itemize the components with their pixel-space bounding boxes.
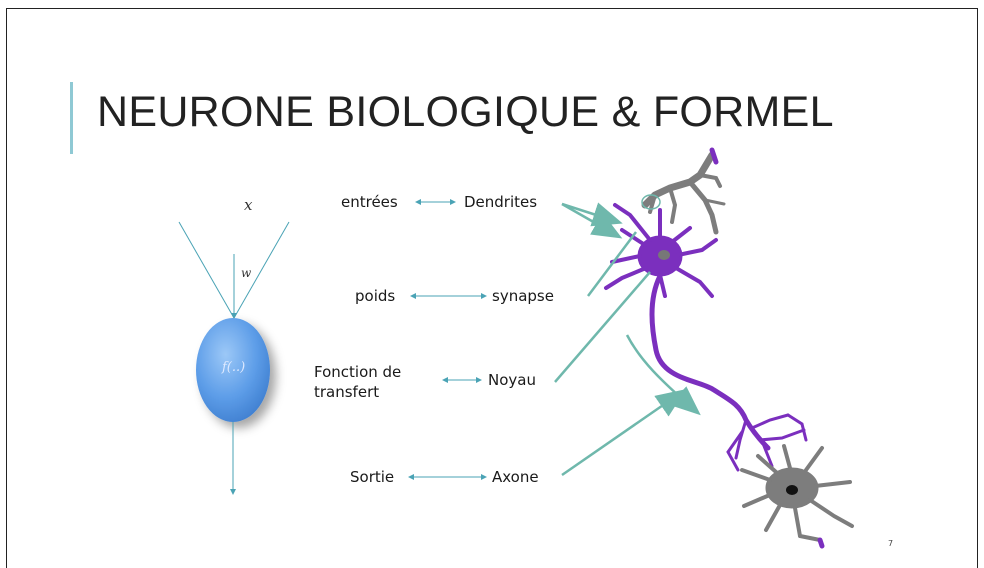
- correspondence-arrows: [409, 202, 486, 477]
- nucleus: [658, 250, 670, 260]
- function-label: f(..): [222, 360, 245, 375]
- label-synapse: synapse: [492, 286, 554, 306]
- weight-label: w: [241, 266, 251, 280]
- presynaptic-neuron: [645, 155, 724, 232]
- biological-neuron: [606, 150, 852, 546]
- label-entrees: entrées: [341, 192, 398, 212]
- axon: [652, 276, 768, 448]
- input-label: x: [244, 196, 252, 214]
- input-line-left: [179, 222, 234, 318]
- label-dendrites: Dendrites: [464, 192, 537, 212]
- postsynaptic-neuron: [742, 446, 852, 540]
- page-number: 7: [888, 539, 893, 548]
- lower-nucleus: [786, 485, 798, 495]
- label-axone: Axone: [492, 467, 539, 487]
- label-noyau: Noyau: [488, 370, 536, 390]
- formal-neuron: [179, 222, 289, 494]
- label-poids: poids: [355, 286, 395, 306]
- label-fonction-transfert: Fonction de transfert: [314, 362, 434, 402]
- label-sortie: Sortie: [350, 467, 394, 487]
